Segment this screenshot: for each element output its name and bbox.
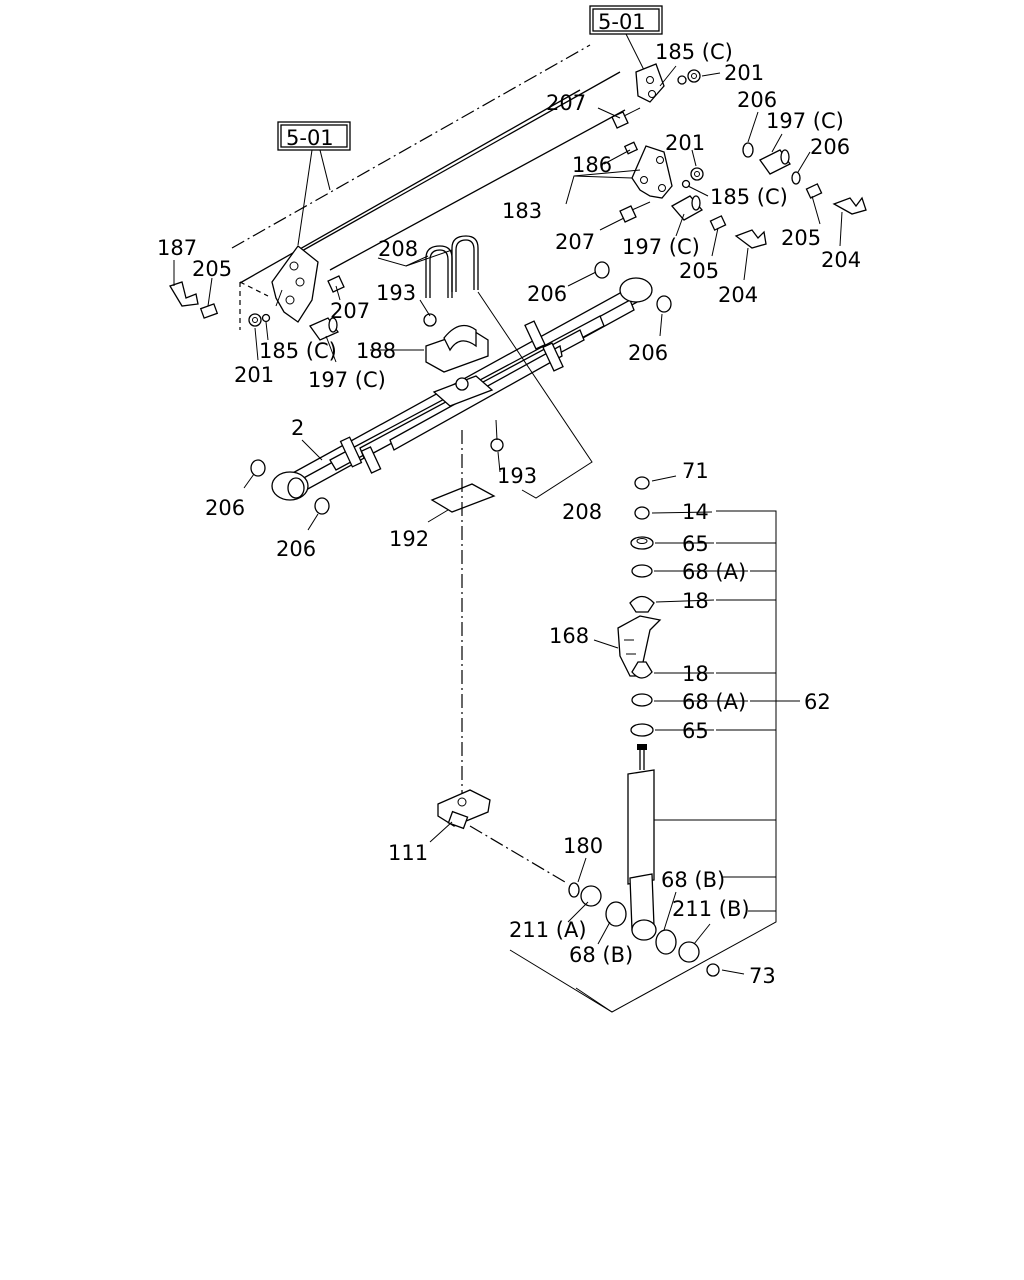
label-192[interactable]: 192	[389, 527, 429, 551]
label-180[interactable]: 180	[563, 834, 603, 858]
label-187[interactable]: 187	[157, 236, 197, 260]
label-208-bot[interactable]: 208	[562, 500, 602, 524]
shackle-bracket-186	[631, 145, 673, 199]
hardware-left	[169, 275, 345, 341]
hardware-top-right	[611, 69, 867, 249]
label-65-top[interactable]: 65	[682, 532, 709, 556]
front-hanger-bracket	[271, 245, 319, 323]
spacer-188	[425, 324, 489, 373]
label-111[interactable]: 111	[388, 841, 428, 865]
label-208-top[interactable]: 208	[378, 237, 418, 261]
section-ref-left[interactable]: 5-01	[277, 121, 351, 246]
leader-lines	[173, 65, 843, 1013]
label-205-left[interactable]: 205	[192, 257, 232, 281]
label-68a-bot[interactable]: 68 (A)	[682, 690, 746, 714]
label-193-bot[interactable]: 193	[497, 464, 537, 488]
label-185c-top[interactable]: 185 (C)	[655, 40, 733, 64]
label-68a-top[interactable]: 68 (A)	[682, 560, 746, 584]
label-201-top[interactable]: 201	[724, 61, 764, 85]
label-201-left[interactable]: 201	[234, 363, 274, 387]
label-211a[interactable]: 211 (A)	[509, 918, 587, 942]
label-68b-right[interactable]: 68 (B)	[661, 868, 725, 892]
u-bolts	[423, 235, 479, 327]
pad-192	[430, 430, 496, 800]
label-206-top[interactable]: 206	[737, 88, 777, 112]
label-205-mid[interactable]: 205	[679, 259, 719, 283]
rear-hanger-bracket-top	[635, 63, 665, 103]
label-201-mid[interactable]: 201	[665, 131, 705, 155]
axle-bracket-111	[437, 789, 566, 883]
label-2[interactable]: 2	[291, 416, 304, 440]
leaf-spring	[250, 261, 672, 515]
label-205-right[interactable]: 205	[781, 226, 821, 250]
label-18-bot[interactable]: 18	[682, 662, 709, 686]
label-207-left[interactable]: 207	[330, 299, 370, 323]
label-206-c[interactable]: 206	[205, 496, 245, 520]
label-204-right[interactable]: 204	[821, 248, 861, 272]
section-ref-top[interactable]: 5-01	[589, 5, 663, 75]
label-206-d[interactable]: 206	[276, 537, 316, 561]
label-197c-top[interactable]: 197 (C)	[766, 109, 844, 133]
svg-text:5-01: 5-01	[598, 10, 646, 34]
label-188[interactable]: 188	[356, 339, 396, 363]
label-206-top2[interactable]: 206	[810, 135, 850, 159]
label-206-b[interactable]: 206	[628, 341, 668, 365]
label-211b[interactable]: 211 (B)	[672, 897, 750, 921]
label-71[interactable]: 71	[682, 459, 709, 483]
label-14[interactable]: 14	[682, 500, 709, 524]
label-62[interactable]: 62	[804, 690, 831, 714]
label-183[interactable]: 183	[502, 199, 542, 223]
label-204-mid[interactable]: 204	[718, 283, 758, 307]
label-186[interactable]: 186	[572, 153, 612, 177]
label-206-a[interactable]: 206	[527, 282, 567, 306]
label-185c-mid[interactable]: 185 (C)	[710, 185, 788, 209]
shock-absorber	[568, 476, 720, 977]
label-197c-left[interactable]: 197 (C)	[308, 368, 386, 392]
label-197c-mid[interactable]: 197 (C)	[622, 235, 700, 259]
label-207-mid[interactable]: 207	[555, 230, 595, 254]
label-168[interactable]: 168	[549, 624, 589, 648]
label-73[interactable]: 73	[749, 964, 776, 988]
label-68b-left[interactable]: 68 (B)	[569, 943, 633, 967]
label-193-top[interactable]: 193	[376, 281, 416, 305]
label-65-bot[interactable]: 65	[682, 719, 709, 743]
label-185c-left[interactable]: 185 (C)	[259, 339, 337, 363]
label-18-top[interactable]: 18	[682, 589, 709, 613]
svg-text:5-01: 5-01	[286, 126, 334, 150]
part-labels: 185 (C) 201 207 206 197 (C) 206 186 201 …	[157, 40, 861, 988]
label-207-top[interactable]: 207	[546, 91, 586, 115]
